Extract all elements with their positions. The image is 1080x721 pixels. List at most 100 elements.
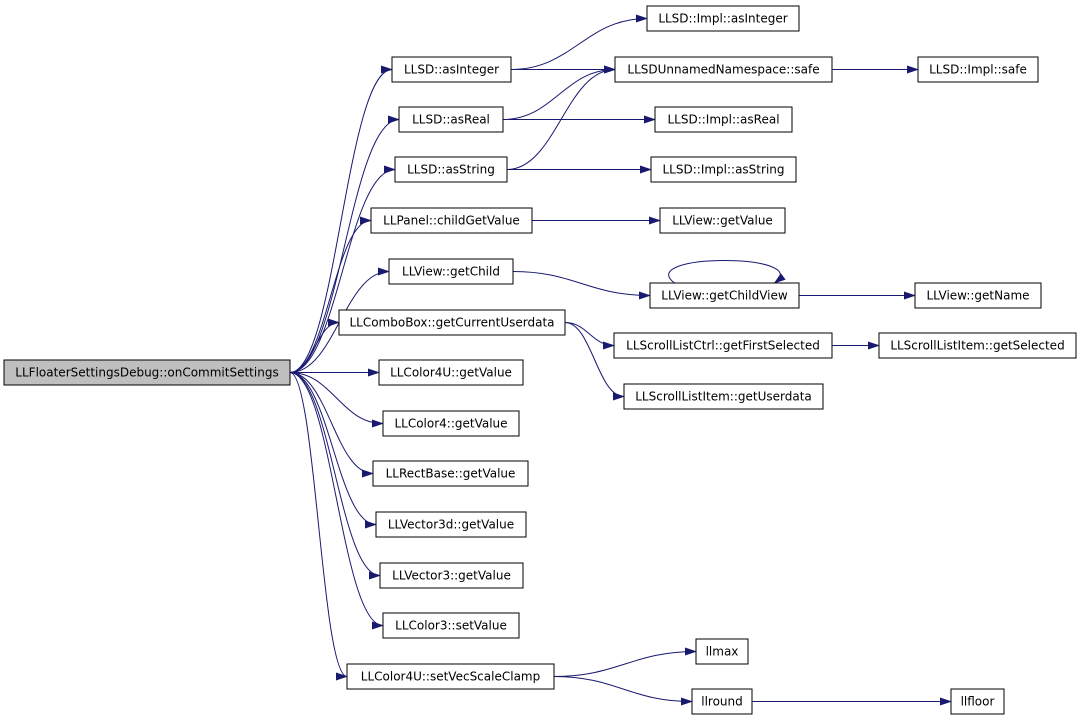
node-label: llfloor xyxy=(961,695,995,709)
node-label: llround xyxy=(701,695,743,709)
node-label: LLView::getChildView xyxy=(661,289,788,303)
node-label: LLSDUnnamedNamespace::safe xyxy=(627,63,819,77)
node-box xyxy=(623,383,824,410)
node-unnamed-safe[interactable]: LLSDUnnamedNamespace::safe xyxy=(614,56,833,83)
edge-get-child-to-get-child-view xyxy=(512,271,651,300)
edge-layer xyxy=(289,14,952,706)
node-label: LLVector3d::getValue xyxy=(388,518,514,532)
node-impl-as-real[interactable]: LLSD::Impl::asReal xyxy=(654,106,793,133)
edge-get-current-userdata-to-get-first-selected xyxy=(564,322,615,350)
node-box xyxy=(950,688,1005,715)
node-label: LLView::getName xyxy=(926,289,1029,303)
node-impl-as-string[interactable]: LLSD::Impl::asString xyxy=(650,156,797,183)
node-label: LLVector3::getValue xyxy=(392,569,511,583)
node-label: LLView::getValue xyxy=(672,214,773,228)
edge-root-to-vec3d-get xyxy=(289,372,377,529)
node-label: LLView::getChild xyxy=(402,265,500,279)
node-get-child-view[interactable]: LLView::getChildView xyxy=(649,282,800,309)
node-box xyxy=(650,156,797,183)
node-label: LLSD::asReal xyxy=(412,113,490,127)
node-label: LLSD::Impl::safe xyxy=(929,63,1027,77)
node-box xyxy=(394,156,508,183)
node-label: LLColor4::getValue xyxy=(394,417,507,431)
node-label: llmax xyxy=(706,645,739,659)
node-child-get-value[interactable]: LLPanel::childGetValue xyxy=(370,207,533,234)
edge-as-string-to-unnamed-safe xyxy=(506,65,616,170)
node-get-current-userdata[interactable]: LLComboBox::getCurrentUserdata xyxy=(338,309,566,336)
node-impl-as-integer[interactable]: LLSD::Impl::asInteger xyxy=(646,5,800,32)
edge-root-to-get-current-userdata xyxy=(289,318,340,373)
node-box xyxy=(646,5,800,32)
node-box xyxy=(370,207,533,234)
node-llround[interactable]: llround xyxy=(691,688,753,715)
node-get-name[interactable]: LLView::getName xyxy=(914,282,1042,309)
node-get-userdata[interactable]: LLScrollListItem::getUserdata xyxy=(623,383,824,410)
node-box xyxy=(388,258,514,285)
edge-root-to-color4-get xyxy=(289,372,384,428)
node-layer: LLFloaterSettingsDebug::onCommitSettings… xyxy=(3,5,1077,715)
node-box xyxy=(914,282,1042,309)
edge-root-to-as-string xyxy=(289,165,396,373)
edge-as-real-to-unnamed-safe xyxy=(502,65,616,120)
edge-set-vec-scale-clamp-to-llround xyxy=(553,676,693,706)
edge-root-to-color3-set xyxy=(289,372,384,630)
node-label: LLScrollListItem::getSelected xyxy=(890,339,1064,353)
node-label: LLPanel::childGetValue xyxy=(383,214,520,228)
node-box xyxy=(695,638,749,665)
node-view-get-value[interactable]: LLView::getValue xyxy=(659,207,786,234)
node-box xyxy=(654,106,793,133)
node-box xyxy=(346,663,555,690)
node-label: LLSD::Impl::asInteger xyxy=(658,12,787,26)
node-box xyxy=(391,56,512,83)
node-box xyxy=(659,207,786,234)
node-label: LLSD::Impl::asReal xyxy=(667,113,779,127)
node-rect-get[interactable]: LLRectBase::getValue xyxy=(372,460,529,487)
edge-as-integer-to-impl-as-integer xyxy=(510,14,648,70)
node-label: LLSD::asString xyxy=(407,163,495,177)
node-root[interactable]: LLFloaterSettingsDebug::onCommitSettings xyxy=(3,359,291,386)
node-get-child[interactable]: LLView::getChild xyxy=(388,258,514,285)
node-set-vec-scale-clamp[interactable]: LLColor4U::setVecScaleClamp xyxy=(346,663,555,690)
edge-get-child-view-to-get-child-view xyxy=(668,260,786,284)
node-as-string[interactable]: LLSD::asString xyxy=(394,156,508,183)
node-box xyxy=(378,359,524,386)
node-box xyxy=(917,56,1039,83)
node-box xyxy=(379,562,524,589)
node-label: LLComboBox::getCurrentUserdata xyxy=(349,316,554,330)
node-box xyxy=(878,332,1077,359)
edge-root-to-set-vec-scale-clamp xyxy=(289,372,348,681)
edge-root-to-as-integer xyxy=(289,65,393,373)
node-box xyxy=(613,332,833,359)
node-color3-set[interactable]: LLColor3::setValue xyxy=(382,612,520,639)
node-box xyxy=(375,511,527,538)
node-as-integer[interactable]: LLSD::asInteger xyxy=(391,56,512,83)
node-llfloor[interactable]: llfloor xyxy=(950,688,1005,715)
edge-root-to-vec3-get xyxy=(289,372,381,580)
node-label: LLFloaterSettingsDebug::onCommitSettings xyxy=(15,366,278,380)
node-label: LLRectBase::getValue xyxy=(386,467,516,481)
node-label: LLScrollListCtrl::getFirstSelected xyxy=(626,339,820,353)
node-label: LLColor3::setValue xyxy=(395,619,507,633)
node-as-real[interactable]: LLSD::asReal xyxy=(398,106,504,133)
node-box xyxy=(338,309,566,336)
node-get-selected[interactable]: LLScrollListItem::getSelected xyxy=(878,332,1077,359)
node-label: LLScrollListItem::getUserdata xyxy=(635,390,812,404)
edge-root-to-child-get-value xyxy=(289,216,372,373)
node-llmax[interactable]: llmax xyxy=(695,638,749,665)
node-vec3d-get[interactable]: LLVector3d::getValue xyxy=(375,511,527,538)
node-vec3-get[interactable]: LLVector3::getValue xyxy=(379,562,524,589)
node-label: LLColor4U::getValue xyxy=(390,366,512,380)
node-box xyxy=(398,106,504,133)
node-box xyxy=(649,282,800,309)
node-impl-safe[interactable]: LLSD::Impl::safe xyxy=(917,56,1039,83)
node-box xyxy=(614,56,833,83)
node-box xyxy=(691,688,753,715)
edge-root-to-rect-get xyxy=(289,372,374,478)
node-label: LLSD::Impl::asString xyxy=(663,163,785,177)
node-get-first-selected[interactable]: LLScrollListCtrl::getFirstSelected xyxy=(613,332,833,359)
node-color4-get[interactable]: LLColor4::getValue xyxy=(382,410,520,437)
node-color4u-get[interactable]: LLColor4U::getValue xyxy=(378,359,524,386)
edge-set-vec-scale-clamp-to-llmax xyxy=(553,647,697,677)
edge-get-current-userdata-to-get-userdata xyxy=(564,322,625,401)
